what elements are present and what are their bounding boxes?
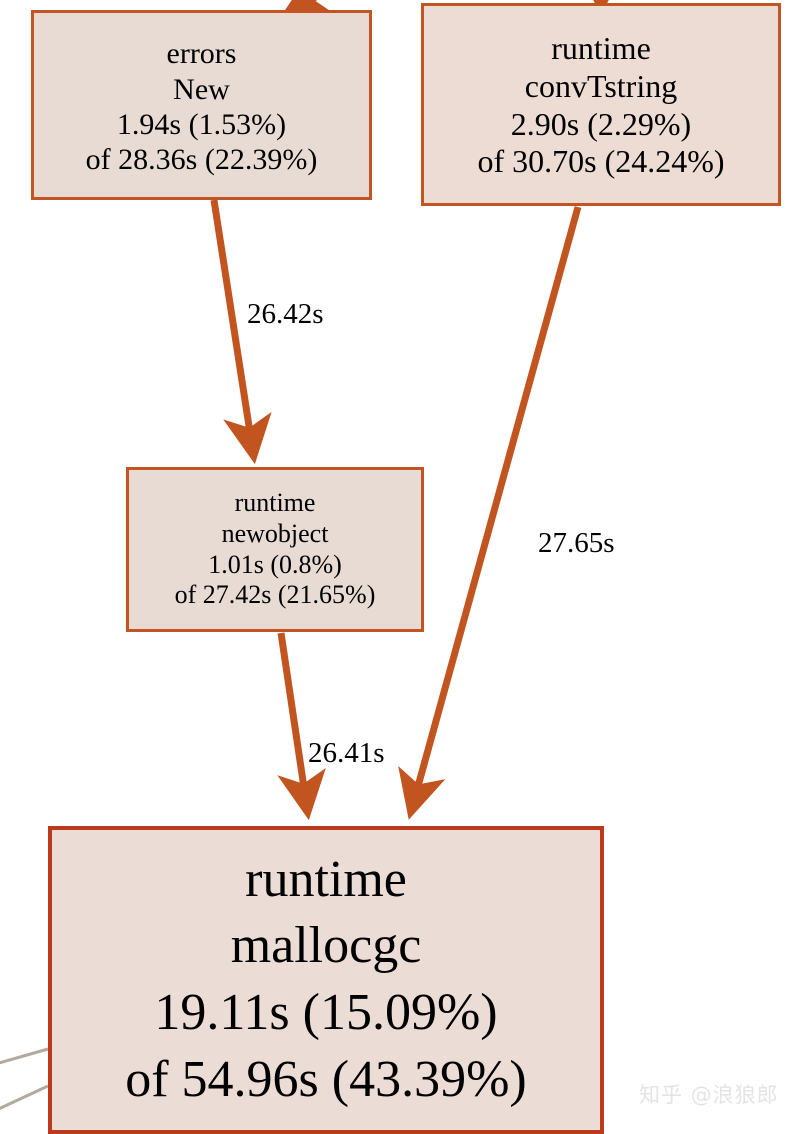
graph-node-runtime-mallocgc[interactable]: runtime mallocgc 19.11s (15.09%) of 54.9… — [48, 826, 604, 1134]
node-function: mallocgc — [230, 917, 422, 975]
edge-faint-inbound-upper — [0, 1047, 49, 1065]
edge-label-newobject-to-mallocgc: 26.41s — [308, 737, 385, 769]
node-flat-time: 1.01s (0.8%) — [208, 549, 342, 579]
edge-label-convtstring-to-mallocgc: 27.65s — [538, 527, 615, 559]
watermark: 知乎 @浪狼郎 — [639, 1083, 779, 1107]
node-cumulative-time: of 27.42s (21.65%) — [174, 580, 376, 610]
graph-node-runtime-convtstring[interactable]: runtime convTstring 2.90s (2.29%) of 30.… — [421, 3, 781, 206]
node-package: errors — [166, 37, 237, 71]
node-cumulative-time: of 54.96s (43.39%) — [125, 1050, 527, 1108]
node-function: New — [173, 72, 230, 106]
node-function: convTstring — [524, 67, 678, 104]
graph-node-runtime-newobject[interactable]: runtime newobject 1.01s (0.8%) of 27.42s… — [126, 467, 424, 632]
edge-newobject-to-mallocgc — [277, 632, 326, 821]
edge-convtstring-to-mallocgc — [398, 206, 582, 820]
node-flat-time: 19.11s (15.09%) — [154, 984, 498, 1041]
edge-faint-inbound-lower — [0, 1084, 49, 1110]
node-flat-time: 1.94s (1.53%) — [116, 108, 287, 141]
edge-label-errors-new-to-newobject: 26.42s — [247, 298, 324, 330]
graph-node-errors-new[interactable]: errors New 1.94s (1.53%) of 28.36s (22.3… — [31, 10, 372, 200]
node-package: runtime — [234, 488, 316, 518]
node-function: newobject — [221, 518, 329, 548]
node-cumulative-time: of 28.36s (22.39%) — [85, 143, 318, 177]
node-package: runtime — [551, 30, 651, 66]
node-package: runtime — [245, 850, 407, 908]
node-cumulative-time: of 30.70s (24.24%) — [477, 143, 725, 180]
node-flat-time: 2.90s (2.29%) — [510, 105, 692, 142]
